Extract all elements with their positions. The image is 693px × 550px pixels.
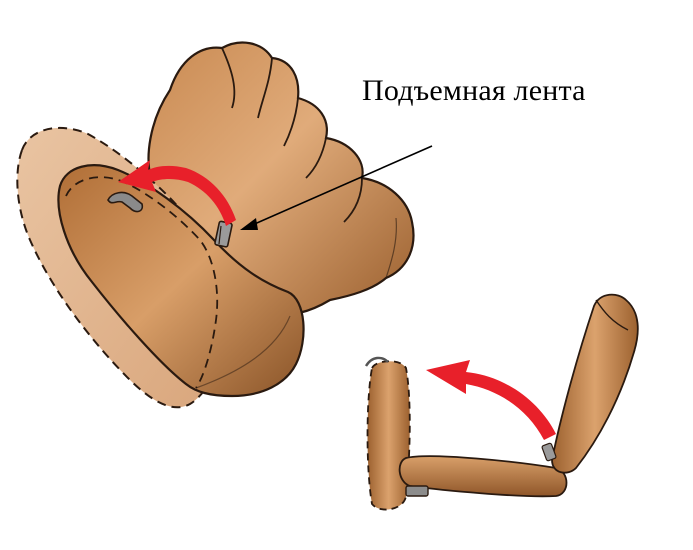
lifting-strap-label: Подъемная лента xyxy=(362,74,586,107)
callout-leader-line xyxy=(240,145,433,230)
side-view-arrow xyxy=(426,360,556,440)
side-view-seat xyxy=(364,293,639,511)
fold-arrow xyxy=(118,160,236,226)
